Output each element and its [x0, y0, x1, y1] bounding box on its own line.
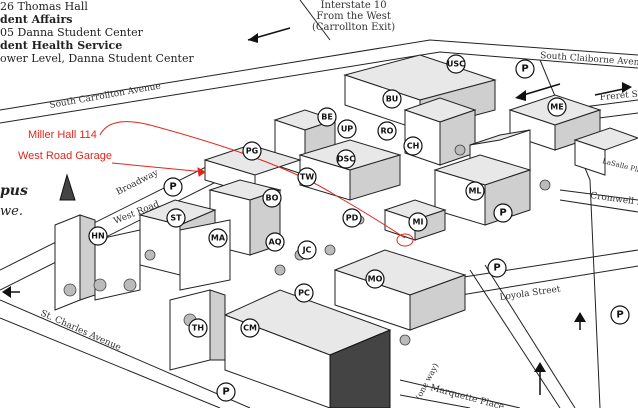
direction-arrows: [2, 27, 632, 395]
annotation-miller-hall: Miller Hall 114: [28, 129, 97, 141]
building-code-th: TH: [188, 318, 208, 338]
building-code-markers: USC BU BE UP RO CH ME PG DSC TW ML BO ST HN MA AQ JC PD MI…: [88, 54, 567, 338]
svg-text:P: P: [499, 208, 506, 219]
parking-markers: P P P P P P: [163, 59, 630, 402]
svg-text:PC: PC: [298, 289, 310, 298]
parking-marker: P: [216, 382, 236, 402]
street-freret: Freret St: [599, 89, 638, 103]
svg-text:P: P: [521, 64, 528, 75]
street-south-carrollton: South Carrollton Avenue: [49, 82, 162, 111]
annotation-west-road-garage: West Road Garage: [18, 150, 112, 162]
building-code-mo: MO: [365, 269, 385, 289]
parking-marker: P: [163, 177, 183, 197]
building-code-pc: PC: [294, 283, 314, 303]
svg-text:DSC: DSC: [337, 155, 355, 164]
svg-text:TH: TH: [192, 324, 204, 333]
svg-text:CH: CH: [407, 142, 420, 151]
building-code-pg: PG: [242, 141, 262, 161]
building-code-aq: AQ: [265, 232, 285, 252]
building-code-ml: ML: [465, 181, 485, 201]
svg-text:TW: TW: [300, 173, 314, 182]
building-code-hn: HN: [88, 226, 108, 246]
svg-text:BU: BU: [386, 95, 399, 104]
building-code-ro: RO: [377, 121, 397, 141]
building-code-bu: BU: [382, 89, 402, 109]
legend-line-student-affairs: dent Affairs: [0, 13, 73, 26]
svg-text:PD: PD: [346, 214, 359, 223]
annotation-lines: [99, 121, 414, 247]
legend-line-health-service: dent Health Service: [0, 39, 123, 52]
parking-marker: P: [610, 305, 630, 325]
highway-sign-line-3: (Carrollton Exit): [312, 22, 396, 33]
legend-line-danna-center: 05 Danna Student Center: [0, 26, 143, 39]
highway-sign-line-1: Interstate 10: [320, 0, 387, 11]
building-code-usc: USC: [446, 54, 466, 74]
svg-text:USC: USC: [447, 60, 465, 69]
svg-text:MO: MO: [368, 275, 383, 284]
legend-line-lower-level: ower Level, Danna Student Center: [0, 52, 194, 65]
street-lasalle: LaSalle Place: [602, 157, 638, 176]
building-code-be: BE: [317, 107, 337, 127]
svg-text:JC: JC: [302, 246, 312, 255]
svg-text:P: P: [169, 182, 176, 193]
highway-sign-line-2: From the West: [316, 11, 391, 22]
building-code-cm: CM: [240, 318, 260, 338]
svg-text:CM: CM: [243, 324, 257, 333]
street-one-way: (one way): [414, 362, 441, 401]
building-code-dsc: DSC: [336, 149, 356, 169]
building-code-ma: MA: [208, 228, 228, 248]
buildings: [54, 54, 638, 408]
svg-text:BO: BO: [266, 194, 279, 203]
campus-title: pus: [0, 183, 28, 199]
svg-text:ME: ME: [550, 103, 563, 112]
street-st-charles: St. Charles Avenue: [39, 309, 123, 354]
building-code-bo: BO: [262, 188, 282, 208]
svg-text:ST: ST: [170, 214, 182, 223]
svg-text:HN: HN: [91, 232, 104, 241]
building-code-me: ME: [547, 97, 567, 117]
svg-text:PG: PG: [246, 147, 258, 156]
svg-text:P: P: [493, 263, 500, 274]
street-marquette: Marquette Place: [429, 383, 505, 408]
building-code-ch: CH: [403, 136, 423, 156]
svg-text:P: P: [616, 310, 623, 321]
parking-marker: P: [493, 203, 513, 223]
svg-text:P: P: [222, 387, 229, 398]
svg-text:MA: MA: [211, 234, 226, 243]
legend-line-thomas-hall: 26 Thomas Hall: [0, 0, 88, 13]
svg-text:AQ: AQ: [269, 238, 282, 247]
parking-marker: P: [515, 59, 535, 79]
building-code-jc: JC: [297, 240, 317, 260]
highway-sign: Interstate 10 From the West (Carrollton …: [312, 0, 395, 33]
svg-text:UP: UP: [341, 125, 353, 134]
building-code-tw: TW: [297, 167, 317, 187]
legend: 26 Thomas Hall dent Affairs 05 Danna Stu…: [0, 0, 194, 65]
parking-marker: P: [487, 258, 507, 278]
building-code-pd: PD: [342, 208, 362, 228]
building-code-up: UP: [337, 119, 357, 139]
campus-subtitle: we.: [0, 204, 23, 219]
svg-text:ML: ML: [468, 187, 481, 196]
svg-text:MI: MI: [413, 218, 424, 227]
building-code-st: ST: [166, 208, 186, 228]
svg-text:RO: RO: [381, 127, 394, 136]
building-code-mi: MI: [408, 212, 428, 232]
svg-text:BE: BE: [321, 113, 333, 122]
